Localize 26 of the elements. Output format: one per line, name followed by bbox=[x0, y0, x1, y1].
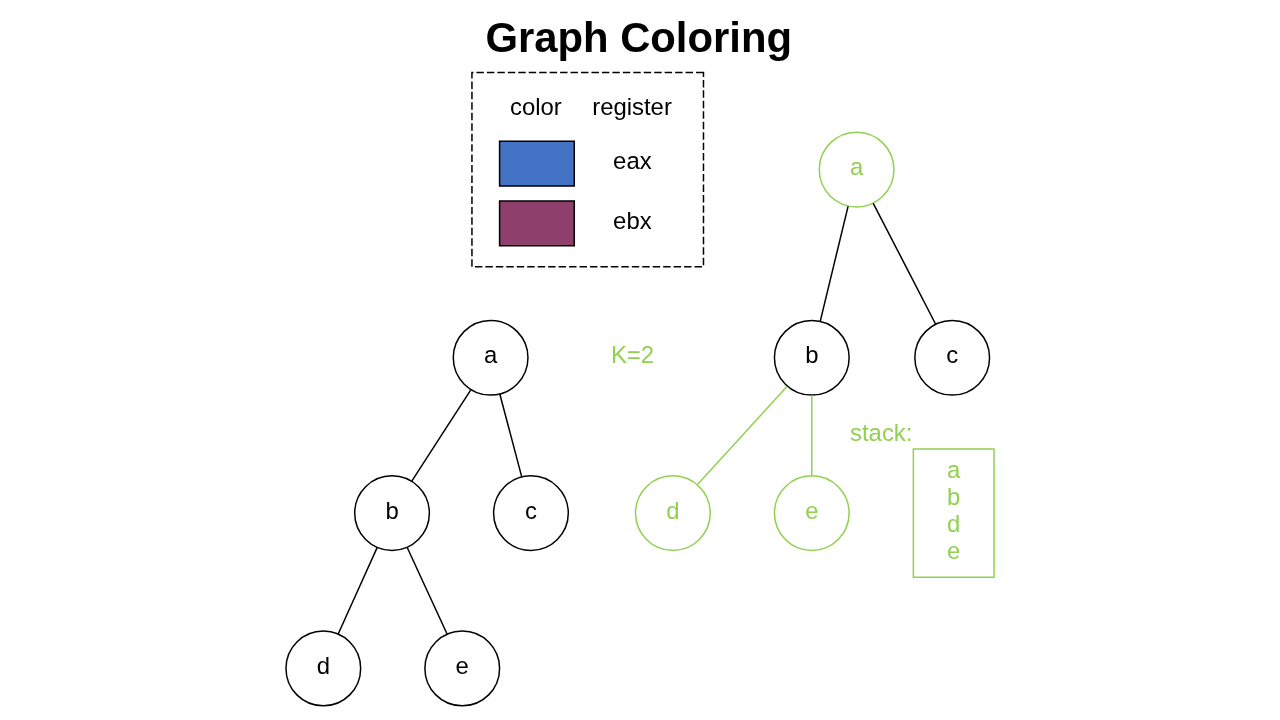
node-circle: c bbox=[492, 475, 570, 552]
node-circle: b bbox=[773, 319, 850, 396]
node-circle: e bbox=[773, 475, 850, 552]
node-circle: d bbox=[285, 630, 362, 707]
connector bbox=[499, 393, 523, 478]
node-circle: d bbox=[634, 475, 711, 552]
label: K=2 bbox=[610, 341, 655, 369]
connector bbox=[819, 205, 849, 322]
connector bbox=[696, 385, 788, 486]
legend-label: eax bbox=[613, 147, 652, 175]
node-box: a b d e bbox=[912, 448, 995, 579]
node-circle: e bbox=[424, 630, 501, 707]
connector bbox=[872, 202, 937, 325]
connector bbox=[411, 389, 472, 482]
node-circle: a bbox=[818, 131, 895, 208]
node-label: stack: bbox=[850, 419, 913, 447]
node-circle: a bbox=[452, 319, 529, 396]
connector bbox=[406, 546, 448, 635]
diagram-title: Graph Coloring bbox=[485, 14, 793, 62]
node-circle: c bbox=[914, 319, 991, 396]
label: register bbox=[592, 93, 672, 121]
connector bbox=[811, 394, 813, 476]
node-circle: b bbox=[353, 475, 431, 552]
legend-label: ebx bbox=[613, 207, 652, 234]
label: color bbox=[510, 93, 562, 121]
connector bbox=[337, 546, 378, 635]
